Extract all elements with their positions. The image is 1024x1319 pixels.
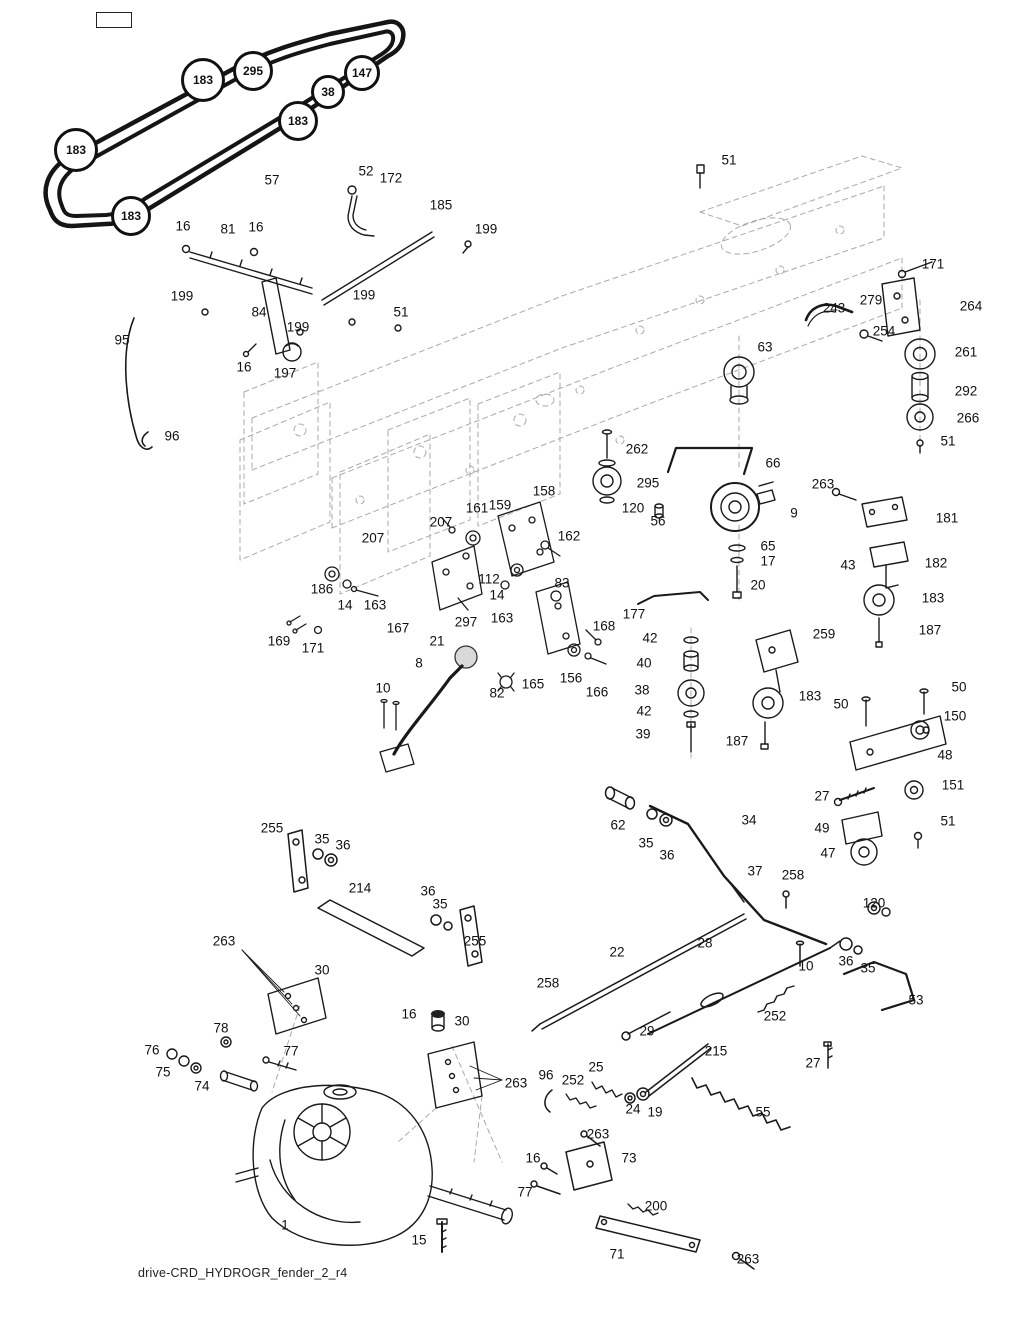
idler-stacks [677,629,799,753]
upper-left-parts [124,185,472,450]
shift-lever-cluster [286,501,709,773]
drive-belt [43,19,406,229]
corner-mark [96,12,132,28]
right-bracket-group [833,688,947,917]
chassis-frame [239,155,921,1163]
control-rods [287,786,916,1097]
left-brackets [166,949,503,1109]
clutch-assembly [592,429,909,648]
springs-links [530,1041,833,1270]
transaxle [235,1084,513,1253]
drawing-filename: drive-CRD_HYDROGR_fender_2_r4 [138,1266,348,1280]
upper-right-parts [696,164,936,454]
